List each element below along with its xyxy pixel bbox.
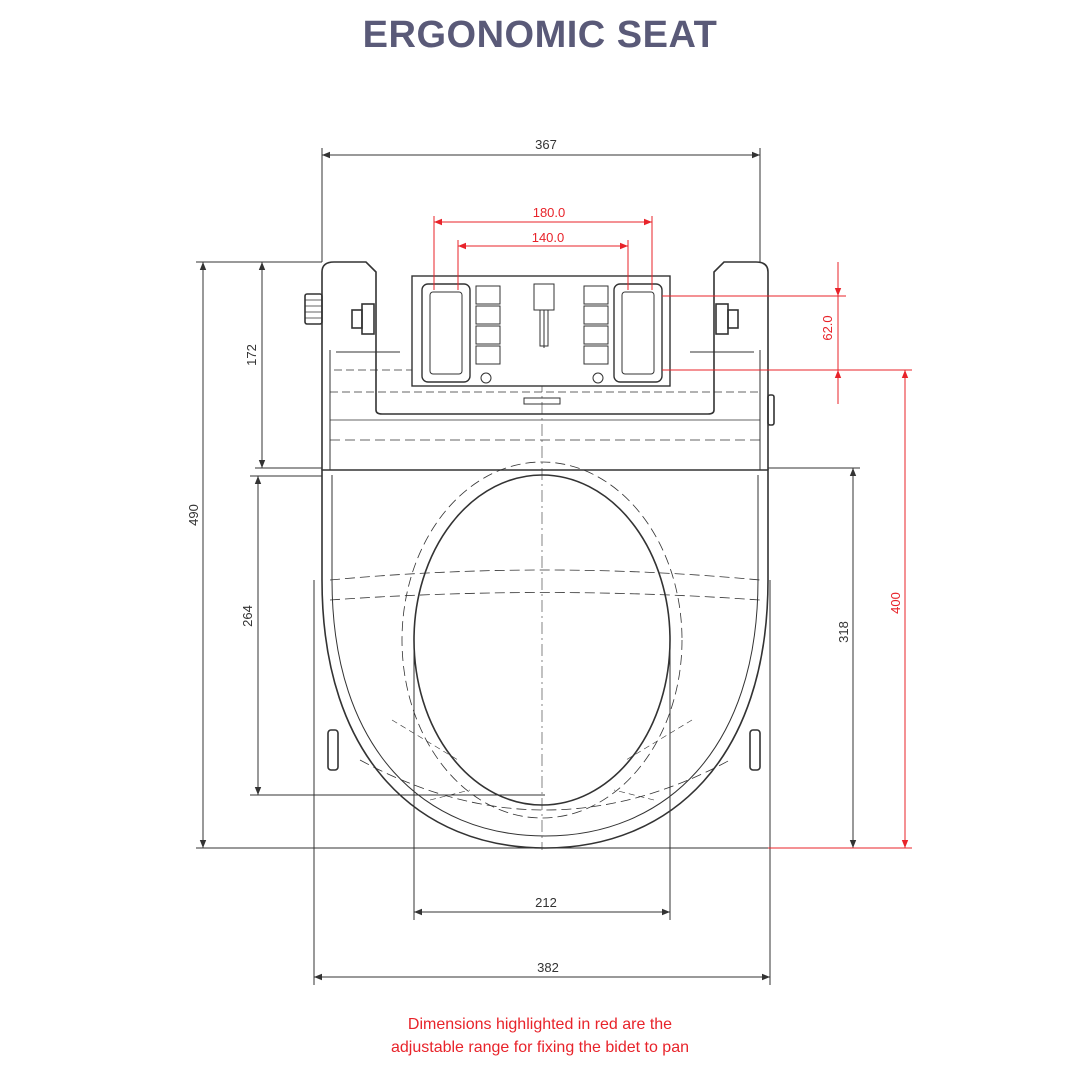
seat-opening — [329, 380, 761, 850]
dim-172-label: 172 — [244, 344, 259, 366]
note-line-2: adjustable range for fixing the bidet to… — [391, 1039, 689, 1056]
adjustable-dimension-lines — [433, 216, 912, 849]
mount-block — [411, 275, 671, 405]
dim-382-label: 382 — [537, 960, 559, 975]
dim-212-label: 212 — [535, 895, 557, 910]
dim-367-label: 367 — [535, 137, 557, 152]
dim-62-label: 62.0 — [820, 315, 835, 340]
dim-318-label: 318 — [836, 621, 851, 643]
dim-140-label: 140.0 — [532, 230, 565, 245]
dim-490-label: 490 — [186, 504, 201, 526]
page-title: ERGONOMIC SEAT — [362, 14, 718, 56]
dim-264-label: 264 — [240, 605, 255, 627]
note-line-1: Dimensions highlighted in red are the — [407, 1016, 673, 1033]
dim-400-label: 400 — [888, 592, 903, 614]
dimension-lines — [196, 148, 860, 985]
dim-180-label: 180.0 — [533, 205, 566, 220]
